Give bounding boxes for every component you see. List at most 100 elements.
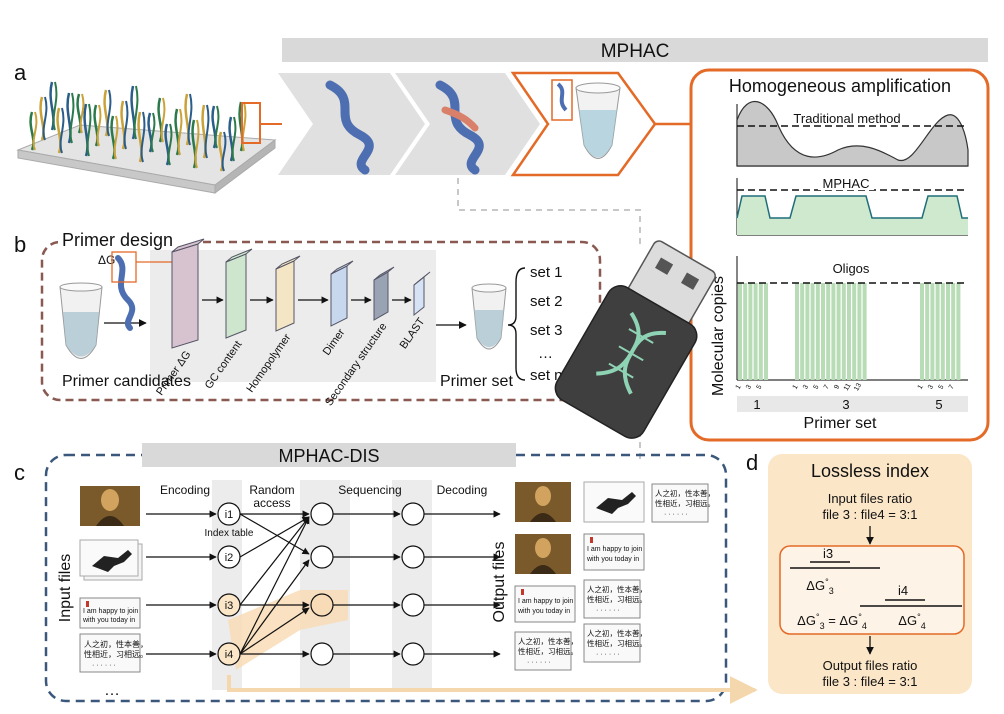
primer-set-label: Primer set: [440, 373, 513, 390]
input-english-doc: I am happy to join with you today in: [79, 597, 141, 629]
filter-block-top: [171, 238, 205, 253]
dna-strand: [174, 108, 180, 156]
set-brace: [507, 267, 526, 381]
oligo-bar: [795, 283, 799, 380]
svg-text:· · · · · ·: · · · · · ·: [664, 511, 688, 518]
svg-text:性相近，习相远。: 性相近，习相远。: [587, 638, 647, 648]
index-node: [217, 502, 241, 526]
index-node: [217, 642, 241, 666]
output-chinese-doc-3: 人之初，性本善， 性相近，习相远。 · · · · · ·: [514, 631, 578, 671]
dna-strand: [177, 108, 183, 156]
index-node-label: i3: [225, 600, 234, 612]
svg-text:人之初，性本善，: 人之初，性本善，: [587, 628, 647, 638]
oligo-bar: [836, 283, 841, 380]
dna-strand: [93, 104, 99, 147]
output-ratio-title: Output files ratio: [823, 658, 918, 673]
svg-text:人之初，性本善，: 人之初，性本善，: [518, 636, 578, 646]
step-decoding: Decoding: [437, 483, 488, 497]
oligo-bar: [857, 283, 862, 380]
panel-label-b: b: [14, 232, 26, 257]
dna-strand: [184, 93, 190, 146]
primer-segment: [441, 106, 479, 132]
svg-text:· · · · · ·: · · · · · ·: [596, 651, 620, 658]
dna-strand: [133, 85, 139, 140]
dna-strand: [86, 103, 92, 157]
dna-strand: [140, 111, 146, 163]
panel-label-d: d: [746, 450, 758, 475]
oligo-tick-label: 1: [792, 384, 800, 391]
oligo-bar: [738, 283, 742, 380]
dna-strand: [32, 111, 38, 151]
dna-strand: [103, 89, 109, 137]
output-files-label: Output files: [491, 542, 508, 623]
oligo-tick-label: 5: [812, 384, 820, 391]
dna-strand: [79, 93, 85, 134]
usb-drive-icon: [554, 240, 716, 439]
svg-text:I am happy to join: I am happy to join: [587, 546, 642, 553]
oligo-bar: [940, 283, 945, 380]
dna-chip: [16, 124, 277, 194]
dna-strand: [39, 96, 45, 141]
filter-block-top: [413, 271, 431, 286]
filter-block-top: [275, 255, 301, 270]
dna-strand: [59, 107, 65, 154]
svg-text:人之初，性本善，: 人之初，性本善，: [84, 639, 148, 649]
dna-strand: [214, 105, 220, 149]
oligo-bar: [920, 283, 924, 380]
dna-strand: [113, 115, 119, 160]
mphac-banner: [282, 38, 988, 62]
dna-helix-blue: [325, 80, 374, 175]
access-node: [310, 593, 334, 617]
oligo-tick-label: 7: [823, 384, 831, 391]
mphac-dis-banner-text: MPHAC-DIS: [278, 446, 379, 466]
index-node-label: i1: [225, 509, 234, 521]
trad-label-bg: [782, 112, 912, 125]
oligo-tick-label: 9: [833, 384, 841, 391]
dna-strand: [157, 97, 163, 143]
sequence-node: [401, 593, 425, 617]
dna-strand: [150, 112, 156, 153]
sequence-node: [401, 642, 425, 666]
svg-text:with you today in: with you today in: [517, 608, 570, 615]
svg-text:人之初，性本善，: 人之初，性本善，: [587, 584, 647, 594]
dna-strand: [218, 131, 224, 172]
primer-set-1: 1: [753, 397, 760, 412]
oligo-bar: [862, 283, 867, 380]
sequence-node: [401, 545, 425, 569]
svg-text:· · · · · ·: · · · · · ·: [527, 659, 551, 666]
filter-block: [275, 260, 295, 332]
oligo-tick-label: 13: [853, 382, 863, 392]
oligo-bar: [826, 283, 831, 380]
oligo-tick-label: 7: [948, 384, 956, 391]
svg-text:· · · · · ·: · · · · · ·: [596, 607, 620, 614]
dna-strand: [164, 123, 170, 166]
dna-strand: [191, 119, 197, 169]
dna-strand: [106, 89, 112, 137]
filter-block: [171, 243, 199, 349]
access-arrow: [239, 607, 310, 655]
input-files-label: Input files: [57, 554, 74, 622]
primer-set-axis-label: Primer set: [804, 415, 877, 432]
molecular-copies-label: Molecular copies: [710, 276, 727, 396]
panel-label-a: a: [14, 60, 27, 85]
oligo-bars: [738, 283, 961, 380]
index-node-label: i4: [225, 649, 234, 661]
oligos-label-bg: [828, 262, 874, 275]
delta-g-box: [111, 251, 137, 283]
primer-set-5: 5: [935, 397, 942, 412]
dna-strand: [241, 101, 247, 152]
sequence-node: [401, 502, 425, 526]
oligo-bar: [852, 283, 857, 380]
candidate-dna-icon: [115, 255, 136, 331]
oligo-tick-label: 3: [745, 384, 753, 391]
oligo-bar: [935, 283, 940, 380]
candidates-tube: [59, 282, 103, 359]
dna-strand: [147, 112, 153, 153]
output-chinese-doc-1: 人之初，性本善， 性相近，习相远。 · · · · · ·: [651, 483, 715, 523]
output-horse-image: [583, 481, 645, 523]
dna-strand: [228, 116, 234, 162]
traditional-curve: [736, 101, 969, 167]
